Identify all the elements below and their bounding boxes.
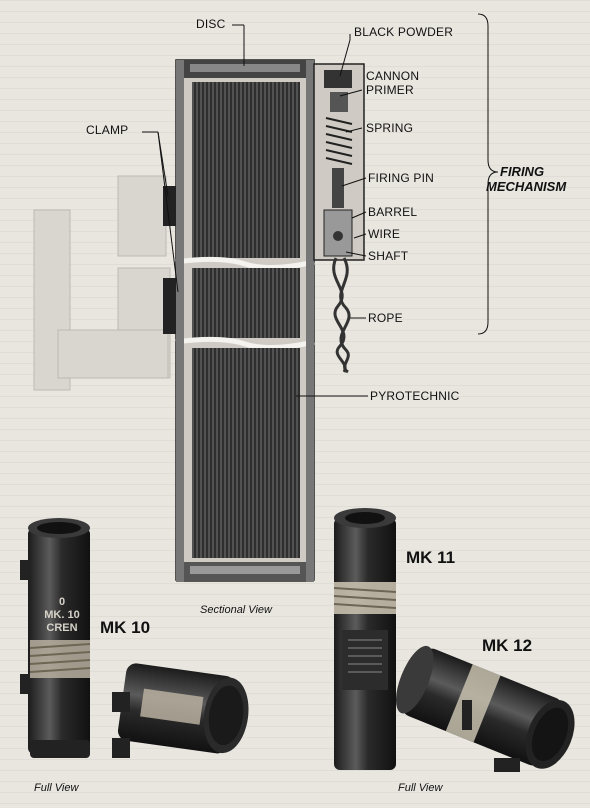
label-firing-pin: FIRING PIN xyxy=(368,171,435,185)
mk10-marking-line-3: CREN xyxy=(46,622,78,634)
mk10-marking-line-1: 0 xyxy=(58,596,66,608)
label-cannon: CANNON xyxy=(366,69,420,83)
label-clamp: CLAMP xyxy=(86,123,129,137)
mk10-marking-line-2: MK. 10 xyxy=(44,609,80,621)
leader-lines xyxy=(142,13,499,397)
label-wire: WIRE xyxy=(368,227,401,241)
label-spring: SPRING xyxy=(366,121,414,135)
mk12-flare xyxy=(396,645,575,772)
label-firing: FIRING xyxy=(500,164,545,179)
label-primer: PRIMER xyxy=(366,83,414,97)
caption-full-view-left: Full View xyxy=(34,782,79,794)
firing-mechanism-shape xyxy=(313,63,365,261)
label-mechanism: MECHANISM xyxy=(486,179,567,194)
label-rope: ROPE xyxy=(368,311,403,325)
label-black-powder: BLACK POWDER xyxy=(354,25,454,39)
sectional-tube xyxy=(175,59,315,582)
mk10-flare-lying xyxy=(112,663,249,758)
label-firing-mechanism: FIRING MECHANISM xyxy=(486,164,566,194)
mk10-flare-upright xyxy=(20,518,91,758)
label-barrel: BARREL xyxy=(368,205,418,219)
model-mk11: MK 11 xyxy=(406,548,456,567)
label-pyrotechnic: PYROTECHNIC xyxy=(370,389,460,403)
label-disc: DISC xyxy=(196,17,226,31)
mk10-marking: 0 MK. 10 CREN xyxy=(34,596,90,635)
model-mk12: MK 12 xyxy=(482,636,533,655)
clamp-shape xyxy=(163,186,177,334)
caption-full-view-right: Full View xyxy=(398,782,443,794)
mk11-flare xyxy=(333,508,397,770)
model-mk10: MK 10 xyxy=(100,618,151,637)
label-shaft: SHAFT xyxy=(368,249,409,263)
rope-shape xyxy=(332,257,351,374)
ghost-bracket xyxy=(33,175,171,391)
caption-sectional-view: Sectional View xyxy=(200,604,272,616)
